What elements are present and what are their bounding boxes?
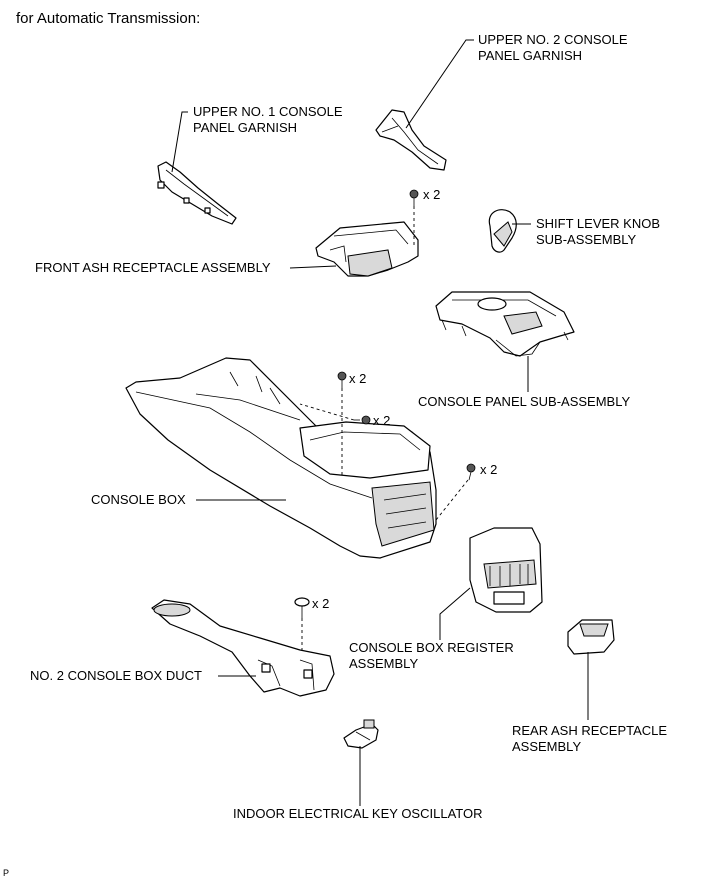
- rear-ash-receptacle-part: [567, 619, 615, 655]
- label-shift-lever-knob: SHIFT LEVER KNOB SUB-ASSEMBLY: [536, 216, 660, 248]
- label-line: FRONT ASH RECEPTACLE ASSEMBLY: [35, 260, 271, 275]
- upper-no1-garnish-part: [157, 161, 237, 225]
- console-panel-part: [435, 291, 575, 357]
- console-box-part: [125, 357, 437, 559]
- front-ash-receptacle-part: [315, 221, 419, 277]
- label-key-oscillator: INDOOR ELECTRICAL KEY OSCILLATOR: [233, 806, 482, 822]
- front-ash-screw-icon: [409, 189, 419, 206]
- label-line: REAR ASH RECEPTACLE: [512, 723, 668, 738]
- label-line: PANEL GARNISH: [193, 120, 298, 135]
- console-box-screw-top-icon: [337, 371, 347, 388]
- label-line: ASSEMBLY: [349, 656, 419, 671]
- label-line: PANEL GARNISH: [478, 48, 583, 63]
- label-console-panel: CONSOLE PANEL SUB-ASSEMBLY: [418, 394, 630, 410]
- leader-line: [289, 265, 337, 269]
- label-upper-no2-garnish: UPPER NO. 2 CONSOLE PANEL GARNISH: [478, 32, 628, 64]
- console-box-screw-right-icon: [466, 463, 476, 481]
- label-console-box: CONSOLE BOX: [91, 492, 186, 508]
- label-line: SHIFT LEVER KNOB: [536, 216, 661, 231]
- label-line: UPPER NO. 2 CONSOLE: [478, 32, 628, 47]
- label-line: NO. 2 CONSOLE BOX DUCT: [30, 668, 202, 683]
- leader-line: [171, 111, 188, 173]
- duct-clip-icon: [294, 597, 310, 618]
- assembly-line: [435, 479, 469, 521]
- label-front-ash-receptacle: FRONT ASH RECEPTACLE ASSEMBLY: [35, 260, 271, 276]
- key-oscillator-part: [343, 719, 379, 749]
- no2-console-duct-part: [151, 599, 335, 697]
- upper-no2-garnish-part: [375, 109, 447, 171]
- label-rear-ash-receptacle: REAR ASH RECEPTACLE ASSEMBLY: [512, 723, 667, 755]
- label-upper-no1-garnish: UPPER NO. 1 CONSOLE PANEL GARNISH: [193, 104, 343, 136]
- label-line: ASSEMBLY: [512, 739, 582, 754]
- qty-console-box-screws-right: x 2: [480, 462, 498, 477]
- label-console-box-register: CONSOLE BOX REGISTER ASSEMBLY: [349, 640, 514, 672]
- leader-line: [405, 39, 474, 129]
- qty-console-box-screws-mid: x 2: [373, 413, 391, 428]
- leader-line: [439, 587, 471, 640]
- label-line: CONSOLE PANEL SUB-ASSEMBLY: [418, 394, 631, 409]
- console-box-register-part: [469, 527, 543, 613]
- label-line: CONSOLE BOX REGISTER: [349, 640, 514, 655]
- label-line: CONSOLE BOX: [91, 492, 186, 507]
- diagram-heading: for Automatic Transmission:: [16, 10, 201, 27]
- qty-duct-clips: x 2: [312, 596, 330, 611]
- footer-code: P: [3, 868, 10, 878]
- console-box-screw-mid-icon: [354, 415, 371, 425]
- label-line: SUB-ASSEMBLY: [536, 232, 637, 247]
- qty-front-ash-screws: x 2: [423, 187, 441, 202]
- label-line: INDOOR ELECTRICAL KEY OSCILLATOR: [233, 806, 483, 821]
- label-no2-console-duct: NO. 2 CONSOLE BOX DUCT: [30, 668, 202, 684]
- label-line: UPPER NO. 1 CONSOLE: [193, 104, 343, 119]
- shift-lever-knob-part: [488, 209, 517, 253]
- qty-console-box-screws-top: x 2: [349, 371, 367, 386]
